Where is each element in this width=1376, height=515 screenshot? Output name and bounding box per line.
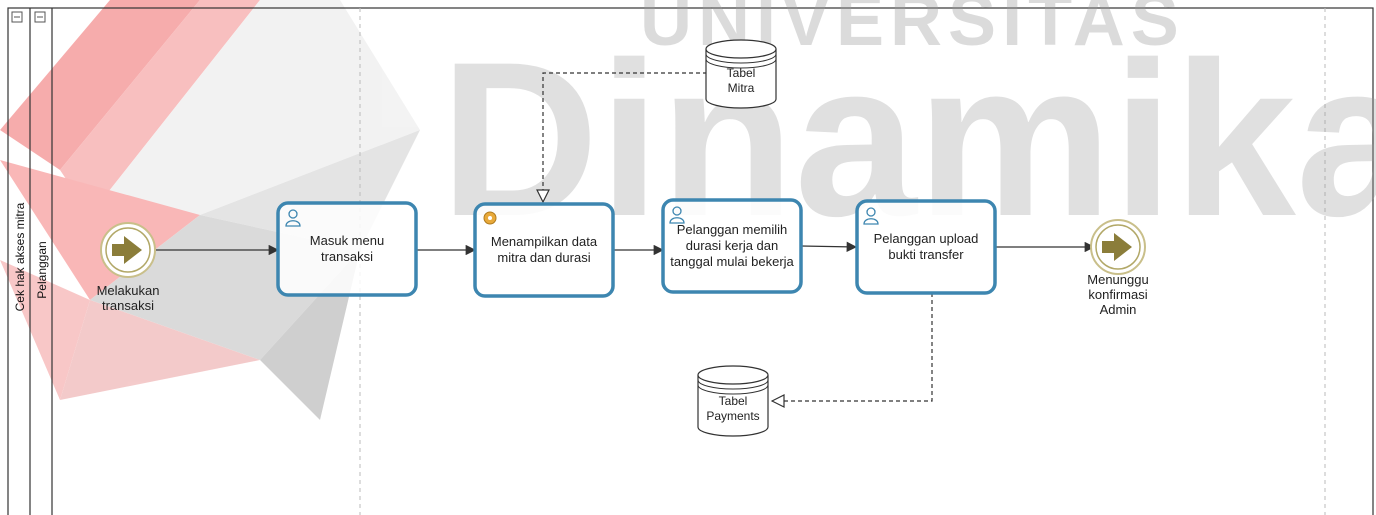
arrow-icon	[1102, 233, 1132, 261]
data-store-label-line: Mitra	[727, 81, 755, 95]
end-event-label: Menunggu konfirmasi Admin	[1068, 272, 1168, 317]
end-event-label-line: konfirmasi	[1088, 287, 1148, 302]
start-event-label-line2: transaksi	[101, 298, 155, 313]
task-label-line: Pelanggan upload	[873, 231, 979, 246]
data-store-label-line: Tabel	[726, 66, 756, 80]
user-icon	[285, 209, 301, 227]
data-store-payments[interactable]	[697, 365, 769, 437]
task-label-line: Menampilkan data	[490, 234, 598, 249]
task-label-line: mitra dan durasi	[497, 250, 591, 265]
task-label-line: Pelanggan memilih	[676, 222, 788, 237]
data-store-label-line: Payments	[706, 409, 760, 423]
task-pelanggan-memilih[interactable]	[661, 198, 803, 294]
start-event-label: Melakukan transaksi	[78, 283, 178, 313]
pool-frame	[7, 7, 1374, 515]
task-label-line: durasi kerja dan	[685, 238, 779, 253]
end-event[interactable]	[1090, 219, 1146, 275]
task-label-line: transaksi	[320, 249, 373, 264]
task-masuk-menu[interactable]	[276, 201, 418, 297]
pool-label: Cek hak akses mitra	[13, 202, 27, 312]
data-association	[772, 293, 933, 401]
data-association	[543, 72, 707, 202]
end-event-label-line: Menunggu	[1087, 272, 1149, 287]
task-label-line: bukti transfer	[888, 247, 964, 262]
lane-label: Pelanggan	[35, 241, 49, 299]
task-menampilkan-data[interactable]	[473, 202, 615, 298]
task-label-line: tanggal mulai bekerja	[670, 254, 794, 269]
start-event-label-line1: Melakukan	[96, 283, 160, 298]
data-store-label: Tabel Payments	[693, 394, 773, 424]
data-store-label: Tabel Mitra	[706, 66, 776, 96]
data-store-label-line: Tabel	[718, 394, 748, 408]
task-pelanggan-upload[interactable]	[855, 199, 997, 295]
sequence-flow	[800, 241, 858, 253]
task-label-line: Masuk menu	[309, 233, 385, 248]
gear-icon	[483, 211, 497, 225]
user-icon	[863, 207, 879, 225]
user-icon	[669, 206, 685, 224]
end-event-label-line: Admin	[1099, 302, 1137, 317]
data-store-mitra[interactable]	[705, 39, 777, 109]
arrow-icon	[112, 236, 142, 264]
start-event[interactable]	[100, 222, 156, 278]
